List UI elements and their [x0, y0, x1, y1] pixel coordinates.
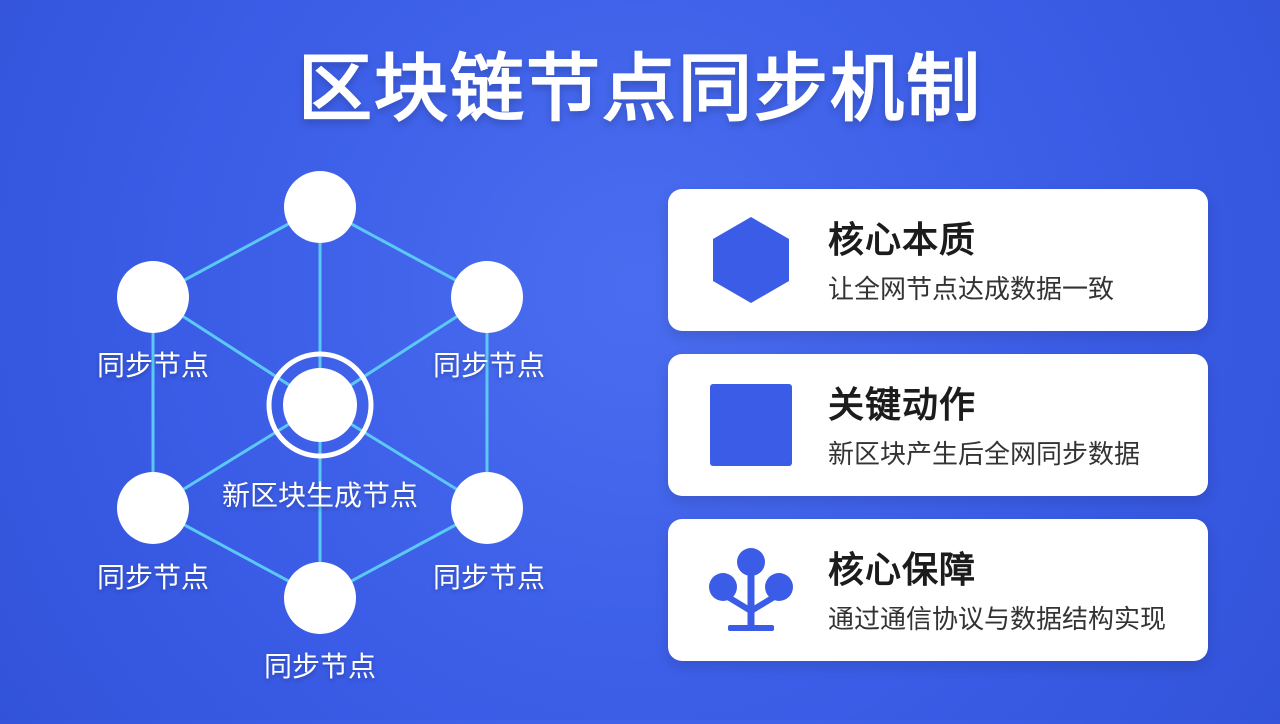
- node-label-upper-right: 同步节点: [432, 349, 546, 382]
- card-core-essence: 核心本质 让全网节点达成数据一致: [668, 189, 1208, 331]
- node-label-lower-left: 同步节点: [96, 561, 210, 594]
- node-upper-left: [117, 261, 189, 333]
- card-desc: 新区块产生后全网同步数据: [828, 440, 1141, 470]
- network-diagram: 同步节点 同步节点 新区块生成节点 同步节点 同步节点 同步节点: [0, 0, 640, 720]
- hexagon-icon: [713, 217, 789, 303]
- network-svg: [117, 171, 523, 634]
- card-key-action: 关键动作 新区块产生后全网同步数据: [668, 354, 1208, 496]
- center-node: [283, 368, 357, 442]
- node-bottom: [284, 562, 356, 634]
- node-top: [284, 171, 356, 243]
- card-title: 核心保障: [828, 550, 977, 591]
- node-label-bottom: 同步节点: [263, 650, 377, 683]
- card-desc: 通过通信协议与数据结构实现: [828, 605, 1167, 635]
- card-desc: 让全网节点达成数据一致: [828, 275, 1115, 305]
- node-lower-left: [117, 472, 189, 544]
- node-label-lower-right: 同步节点: [432, 561, 546, 594]
- node-lower-right: [451, 472, 523, 544]
- node-upper-right: [451, 261, 523, 333]
- card-title: 关键动作: [828, 385, 977, 426]
- node-label-upper-left: 同步节点: [96, 349, 210, 382]
- square-icon: [710, 384, 792, 466]
- page-title: 区块链节点同步机制: [298, 46, 982, 132]
- tree-network-icon: [709, 548, 793, 631]
- center-node-ring: [266, 351, 374, 459]
- card-title: 核心本质: [828, 220, 977, 261]
- card-core-guarantee: 核心保障 通过通信协议与数据结构实现: [668, 519, 1208, 661]
- node-label-center: 新区块生成节点: [221, 479, 419, 512]
